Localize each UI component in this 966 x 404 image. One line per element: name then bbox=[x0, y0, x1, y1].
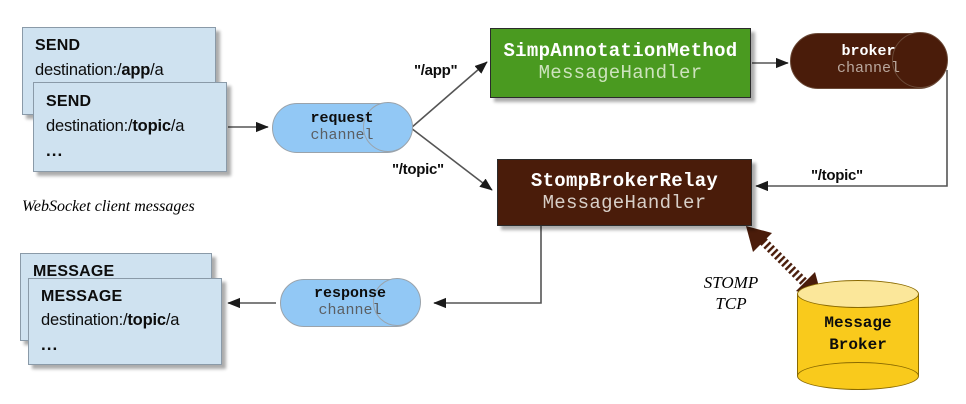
stomp-broker-relay-subtitle: MessageHandler bbox=[542, 191, 707, 214]
response-channel[interactable]: response channel bbox=[280, 278, 421, 327]
external-message-broker[interactable]: Message Broker bbox=[797, 280, 919, 390]
stomp-tcp-line2: TCP bbox=[715, 294, 747, 314]
broker-channel[interactable]: broker channel bbox=[790, 32, 948, 89]
send-card-front[interactable]: SEND destination:/topic/a ... bbox=[33, 82, 227, 172]
send-card-back-destination: destination:/app/a bbox=[35, 61, 164, 79]
simp-annotation-method-title: SimpAnnotationMethod bbox=[503, 40, 738, 63]
send-card-front-ellipsis: ... bbox=[46, 141, 64, 160]
wire-stomp-relay-to-response-channel bbox=[433, 226, 542, 309]
message-card-front-destination: destination:/topic/a bbox=[41, 311, 180, 329]
stomp-broker-relay-title: StompBrokerRelay bbox=[530, 169, 719, 192]
stomp-broker-relay-handler[interactable]: StompBrokerRelay MessageHandler bbox=[497, 159, 752, 226]
request-channel-cap bbox=[363, 102, 413, 152]
stomp-tcp-protocol-label: STOMP TCP bbox=[688, 272, 774, 315]
send-card-front-destination: destination:/topic/a bbox=[46, 117, 185, 135]
wire-request-to-stomp-relay bbox=[410, 127, 493, 191]
message-broker-top-ellipse bbox=[797, 280, 919, 308]
message-card-front-ellipsis: ... bbox=[41, 335, 59, 354]
message-card-front-verb: MESSAGE bbox=[41, 288, 123, 305]
simp-annotation-method-subtitle: MessageHandler bbox=[538, 62, 703, 84]
simp-annotation-method-handler[interactable]: SimpAnnotationMethod MessageHandler bbox=[490, 28, 751, 98]
stomp-tcp-line1: STOMP bbox=[703, 273, 759, 292]
broker-channel-cap bbox=[892, 32, 948, 88]
message-card-front[interactable]: MESSAGE destination:/topic/a ... bbox=[28, 278, 222, 365]
route-label-topic-from-request: "/topic" bbox=[392, 161, 444, 178]
send-card-front-verb: SEND bbox=[46, 93, 92, 110]
response-channel-cap bbox=[373, 278, 421, 326]
send-card-back-verb: SEND bbox=[35, 37, 81, 54]
message-broker-bottom-ellipse bbox=[797, 362, 919, 390]
websocket-client-messages-caption: WebSocket client messages bbox=[22, 198, 195, 215]
route-label-topic-return: "/topic" bbox=[811, 167, 863, 184]
request-channel[interactable]: request channel bbox=[272, 102, 413, 153]
message-card-back-verb: MESSAGE bbox=[33, 263, 115, 280]
route-label-app: "/app" bbox=[414, 62, 458, 79]
